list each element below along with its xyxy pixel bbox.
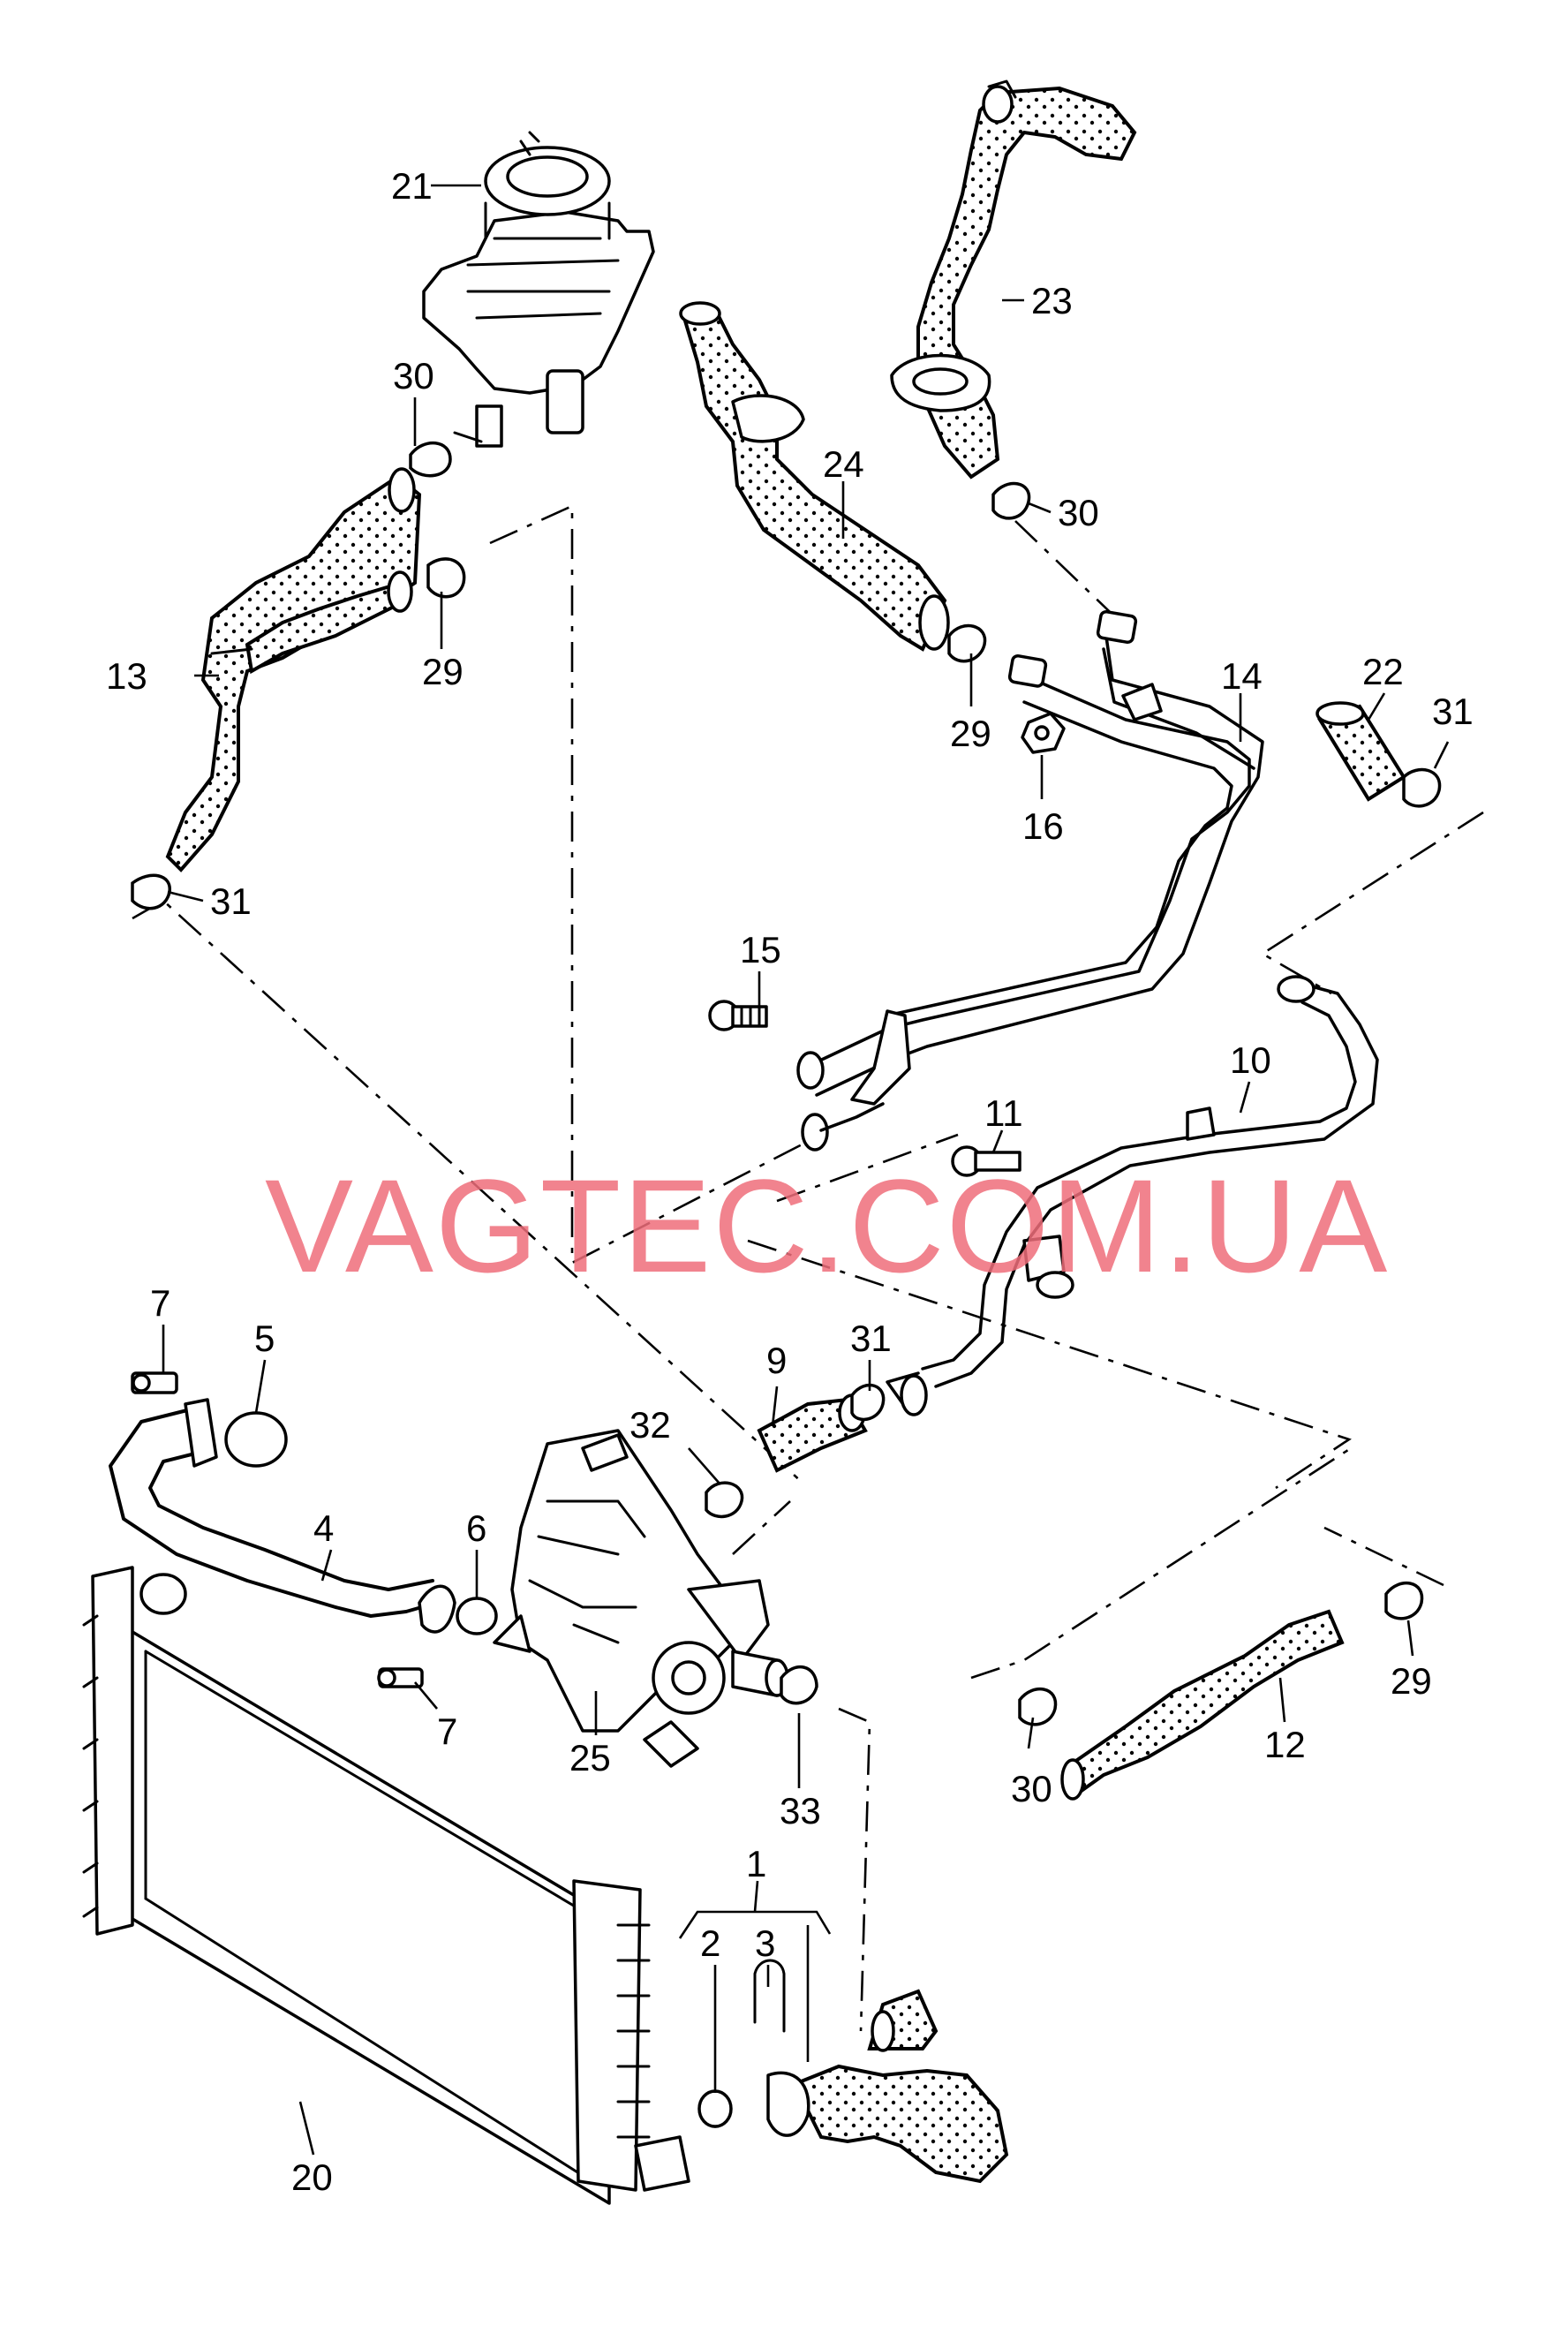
- callout-29-top-left: 29: [422, 651, 464, 692]
- callout-30-bottom: 30: [1011, 1768, 1052, 1809]
- callout-32: 32: [629, 1404, 671, 1446]
- callout-20: 20: [291, 2156, 333, 2198]
- hose-24: [679, 301, 950, 652]
- callout-leader-lines: [162, 184, 1450, 2156]
- callout-29-middle: 29: [950, 713, 991, 754]
- callout-30-top-left: 30: [393, 355, 434, 396]
- bolt-15: [708, 1000, 768, 1031]
- hose-12: [1060, 1609, 1345, 1801]
- callout-12: 12: [1264, 1724, 1306, 1765]
- callout-31-center: 31: [850, 1318, 892, 1359]
- fasteners: [131, 712, 1066, 1688]
- pipe-10: [921, 975, 1379, 1388]
- bolt-7-upper: [131, 1371, 178, 1394]
- watermark-text: VAGTEC.COM.UA: [265, 1152, 1389, 1300]
- hose-23: [890, 79, 1137, 480]
- callout-31-left: 31: [210, 880, 252, 922]
- radiator-20: [82, 1566, 690, 2205]
- thermostat-housing-25: [493, 1429, 789, 1768]
- callout-1: 1: [746, 1843, 766, 1884]
- callout-4: 4: [313, 1507, 334, 1549]
- callout-9: 9: [766, 1340, 787, 1381]
- hose-9: [757, 1371, 928, 1473]
- callout-14: 14: [1221, 655, 1263, 697]
- callout-3: 3: [755, 1922, 775, 1964]
- callout-6: 6: [466, 1507, 486, 1549]
- expansion-tank: [422, 131, 655, 448]
- callout-21: 21: [391, 165, 433, 207]
- callout-16: 16: [1022, 805, 1064, 847]
- callout-7-lower: 7: [437, 1711, 457, 1752]
- callout-7-upper: 7: [150, 1282, 170, 1324]
- callout-33: 33: [780, 1790, 821, 1831]
- callout-31-right: 31: [1432, 691, 1474, 732]
- callout-29-right: 29: [1391, 1660, 1432, 1702]
- callout-11: 11: [984, 1092, 1023, 1134]
- callout-numbers: 21 30 29 13 31 24 23 30 29 16 14 22 31 1…: [106, 165, 1474, 2198]
- pipe-4: [109, 1398, 456, 1634]
- pipe-assembly-14: [796, 609, 1264, 1152]
- callout-23: 23: [1031, 280, 1073, 321]
- callout-22: 22: [1362, 651, 1404, 692]
- callout-15: 15: [740, 929, 781, 970]
- nut-16: [1021, 712, 1066, 754]
- callout-2: 2: [700, 1922, 720, 1964]
- bolt-7-lower: [377, 1667, 424, 1688]
- callout-24: 24: [823, 443, 864, 485]
- hose-22: [1315, 701, 1406, 802]
- callout-13: 13: [106, 655, 147, 697]
- callout-10: 10: [1230, 1039, 1271, 1081]
- bolt-11: [951, 1145, 1021, 1177]
- callout-5: 5: [254, 1318, 275, 1359]
- hose-13: [165, 467, 422, 872]
- radiator-bottom-hose: [701, 1989, 1009, 2184]
- callout-25: 25: [569, 1737, 611, 1778]
- assembly-guide-lines: [132, 503, 1484, 2032]
- callout-30-top-right: 30: [1058, 492, 1099, 533]
